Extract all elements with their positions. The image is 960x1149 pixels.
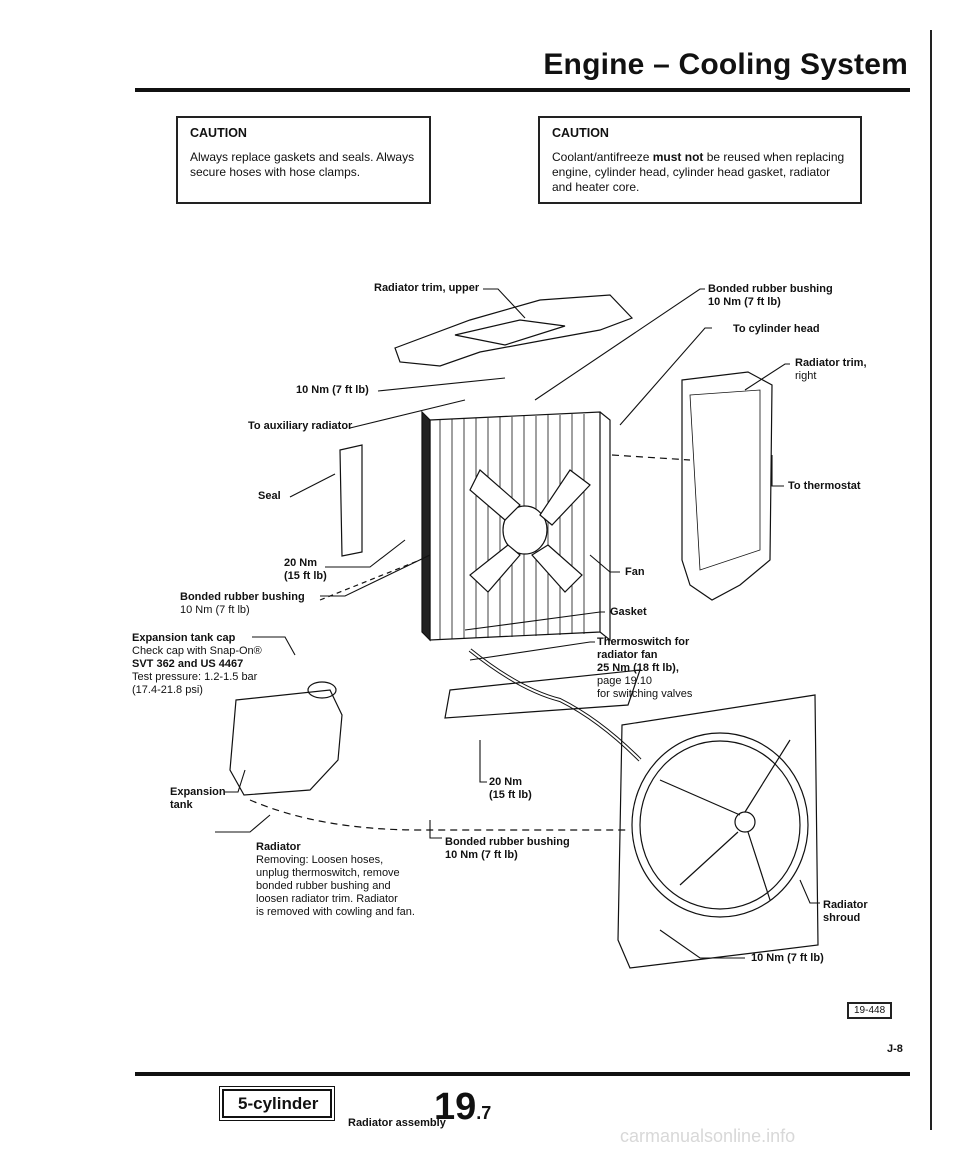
label-radiator-removing-3: bonded rubber bushing and bbox=[256, 880, 391, 892]
engine-variant-box: 5-cylinder bbox=[218, 1086, 336, 1121]
label-radiator-trim-right: Radiator trim, bbox=[795, 357, 867, 369]
label-radiator-trim-right-2: right bbox=[795, 370, 817, 382]
label-radiator-removing-4: loosen radiator trim. Radiator bbox=[256, 893, 398, 905]
label-torque-upper-trim: 10 Nm (7 ft lb) bbox=[296, 384, 369, 396]
label-expansion-tank-2: tank bbox=[170, 799, 193, 811]
figure-code: 19-448 bbox=[847, 1002, 893, 1019]
label-to-thermostat: To thermostat bbox=[788, 480, 861, 492]
label-thermoswitch-torque: 25 Nm (18 ft lb), bbox=[597, 662, 679, 674]
label-radiator-removing-5: is removed with cowling and fan. bbox=[256, 906, 415, 918]
caution-title: CAUTION bbox=[190, 126, 247, 140]
radiator-part bbox=[421, 410, 611, 642]
label-bushing-bottom-torque: 10 Nm (7 ft lb) bbox=[445, 849, 518, 861]
label-bushing-top-torque: 10 Nm (7 ft lb) bbox=[708, 296, 781, 308]
header-divider bbox=[135, 88, 910, 92]
label-thermoswitch-valves: for switching valves bbox=[597, 688, 693, 700]
radiator-trim-upper-part bbox=[394, 294, 634, 367]
label-thermoswitch-page: page 19.10 bbox=[597, 675, 653, 687]
label-gasket: Gasket bbox=[610, 606, 647, 618]
caution-box-gaskets: CAUTION Always replace gaskets and seals… bbox=[176, 116, 431, 204]
label-torque-shroud: 10 Nm (7 ft lb) bbox=[751, 952, 824, 964]
expansion-tank-part bbox=[229, 689, 343, 796]
label-to-auxiliary-radiator: To auxiliary radiator bbox=[248, 420, 353, 432]
label-to-cylinder-head: To cylinder head bbox=[733, 323, 820, 335]
seal-part bbox=[339, 444, 363, 557]
page-number: 19.7 bbox=[434, 1086, 492, 1128]
label-radiator-removing-2: unplug thermoswitch, remove bbox=[256, 867, 400, 879]
caution-title: CAUTION bbox=[552, 126, 609, 140]
watermark: carmanualsonline.info bbox=[620, 1126, 796, 1146]
label-radiator-removing-1: Removing: Loosen hoses, bbox=[256, 854, 384, 866]
label-radiator-trim-upper: Radiator trim, upper bbox=[374, 282, 480, 294]
footer-divider bbox=[135, 1072, 910, 1076]
label-torque-20nm-left-ftlb: (15 ft lb) bbox=[284, 570, 327, 582]
label-thermoswitch: Thermoswitch for bbox=[597, 636, 690, 648]
page-code: J-8 bbox=[887, 1043, 903, 1055]
label-radiator: Radiator bbox=[256, 841, 301, 853]
section-title: Radiator assembly bbox=[348, 1117, 446, 1129]
radiator-trim-right-part bbox=[681, 371, 773, 601]
label-radiator-shroud-2: shroud bbox=[823, 912, 861, 924]
label-expansion-cap-check: Check cap with Snap-On® bbox=[132, 645, 262, 657]
label-bushing-top: Bonded rubber bushing bbox=[708, 283, 833, 295]
label-thermoswitch-2: radiator fan bbox=[597, 649, 658, 661]
label-seal: Seal bbox=[258, 490, 281, 502]
label-expansion-tank-cap: Expansion tank cap bbox=[132, 632, 236, 644]
label-fan: Fan bbox=[625, 566, 645, 578]
label-torque-20nm-bottom: 20 Nm bbox=[489, 776, 523, 788]
label-expansion-tank: Expansion bbox=[170, 786, 226, 798]
page-title: Engine – Cooling System bbox=[543, 48, 908, 81]
caution-text: Coolant/antifreeze must not be reused wh… bbox=[552, 150, 845, 194]
page-edge-rule bbox=[930, 30, 932, 1130]
caution-box-coolant: CAUTION Coolant/antifreeze must not be r… bbox=[538, 116, 862, 204]
label-expansion-cap-psi: (17.4-21.8 psi) bbox=[132, 684, 203, 696]
label-bushing-left: Bonded rubber bushing bbox=[180, 591, 305, 603]
label-bushing-bottom: Bonded rubber bushing bbox=[445, 836, 570, 848]
label-bushing-left-torque: 10 Nm (7 ft lb) bbox=[180, 604, 250, 616]
label-expansion-cap-tools: SVT 362 and US 4467 bbox=[132, 658, 244, 670]
label-expansion-cap-pressure: Test pressure: 1.2-1.5 bar bbox=[132, 671, 258, 683]
label-torque-20nm-bottom-ftlb: (15 ft lb) bbox=[489, 789, 532, 801]
caution-text: Always replace gaskets and seals. Always… bbox=[190, 150, 415, 179]
label-torque-20nm-left: 20 Nm bbox=[284, 557, 318, 569]
radiator-shroud-part bbox=[617, 694, 819, 969]
fan-part bbox=[469, 469, 591, 593]
label-radiator-shroud: Radiator bbox=[823, 899, 868, 911]
